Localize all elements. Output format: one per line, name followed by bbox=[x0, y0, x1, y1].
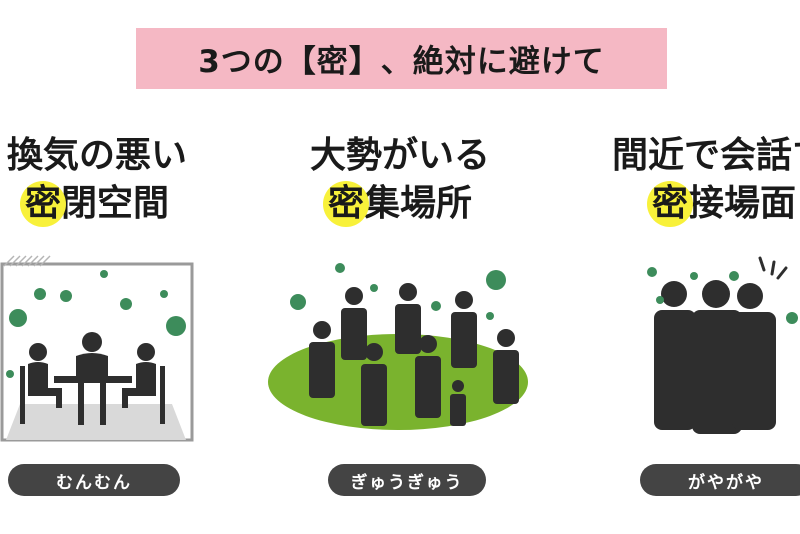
mitsu-highlight: 密 bbox=[19, 180, 67, 228]
title-suffix: 、絶対に避けて bbox=[380, 44, 605, 80]
heading-line-2: 密閉空間 bbox=[0, 180, 202, 228]
sound-label-pill-gyuu-gyuu: ぎゅうぎゅう bbox=[328, 464, 486, 496]
title-bracket-open: 【 bbox=[284, 44, 317, 80]
crowd-icon bbox=[268, 263, 528, 430]
title-highlight: 密 bbox=[316, 44, 349, 80]
heading-line-2-rest: 閉空間 bbox=[61, 183, 170, 224]
heading-line-2-rest: 接場面 bbox=[688, 183, 797, 224]
title-banner: 3つの【密】、絶対に避けて bbox=[136, 28, 667, 89]
meeting-room-icon bbox=[0, 255, 194, 442]
heading-line-1: 換気の悪い bbox=[6, 135, 187, 176]
sound-label-pill-mun-mun: むんむん bbox=[8, 464, 180, 496]
heading-line-2: 密接場面 bbox=[612, 180, 800, 228]
close-conversation-icon bbox=[647, 256, 798, 434]
heading-line-2-rest: 集場所 bbox=[364, 183, 473, 224]
heading-line-2: 密集場所 bbox=[300, 180, 500, 228]
heading-line-1: 大勢がいる bbox=[309, 135, 490, 176]
mitsu-highlight: 密 bbox=[322, 180, 370, 228]
column-heading-close-contact: 間近で会話す 密接場面 bbox=[612, 132, 800, 228]
title-prefix: 3つの bbox=[198, 44, 285, 80]
column-heading-crowded-place: 大勢がいる 密集場所 bbox=[300, 132, 500, 228]
mitsu-highlight: 密 bbox=[646, 180, 694, 228]
heading-line-1: 間近で会話す bbox=[612, 135, 800, 176]
sound-label-pill-gaya-gaya: がやがや bbox=[640, 464, 800, 496]
column-heading-closed-space: 換気の悪い 密閉空間 bbox=[0, 132, 202, 228]
title-bracket-close: 】 bbox=[348, 44, 381, 80]
